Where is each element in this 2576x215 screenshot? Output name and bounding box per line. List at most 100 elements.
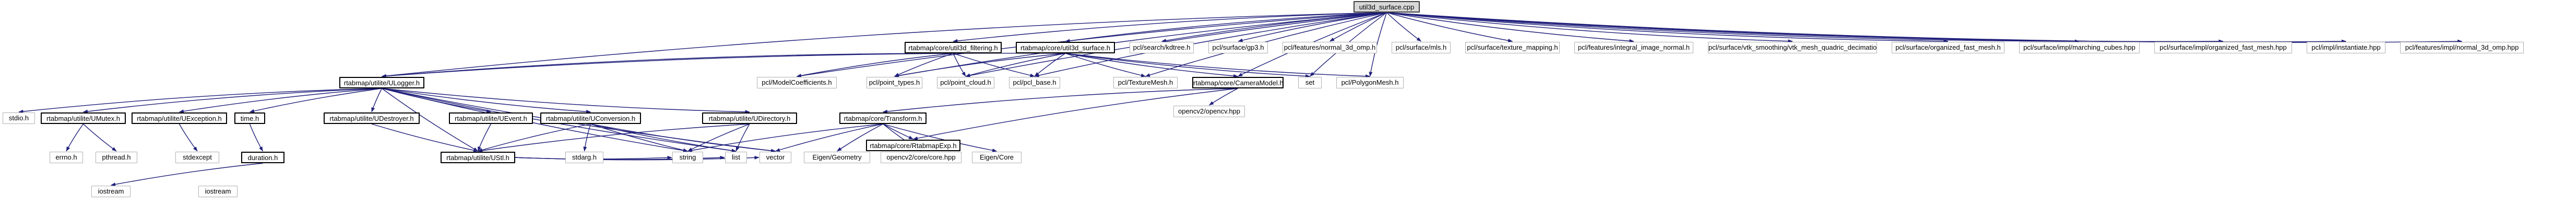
graph-node[interactable]: pcl/surface/vtk_smoothing/vtk_mesh_quadr…: [1708, 42, 1877, 53]
graph-edge: [478, 123, 750, 153]
graph-node[interactable]: pcl/surface/mls.h: [1392, 42, 1451, 53]
graph-edge: [953, 53, 1035, 77]
graph-node[interactable]: pcl/features/normal_3d_omp.h: [1283, 42, 1377, 53]
graph-node[interactable]: iostream: [91, 186, 130, 197]
graph-edge: [953, 53, 966, 77]
graph-edge: [477, 123, 492, 152]
graph-node[interactable]: pcl/point_types.h: [866, 77, 922, 88]
graph-edge: [382, 52, 1066, 78]
graph-edge: [1386, 12, 1513, 42]
graph-node[interactable]: rtabmap/utilite/UException.h: [132, 112, 227, 124]
graph-node[interactable]: pcl/features/integral_image_normal.h: [1574, 42, 1693, 53]
graph-edge: [1386, 12, 2346, 43]
graph-node[interactable]: pcl/search/kdtree.h: [1130, 42, 1194, 53]
graph-edge: [382, 88, 688, 153]
graph-edge: [687, 123, 883, 152]
graph-edge: [1238, 12, 1387, 42]
graph-edge: [590, 123, 776, 153]
graph-edge: [1386, 12, 2080, 43]
graph-node[interactable]: pcl/surface/organized_fast_mesh.h: [1892, 42, 2004, 53]
graph-edge: [382, 88, 491, 114]
graph-edge: [1386, 12, 2462, 43]
graph-node[interactable]: pcl/impl/instantiate.hpp: [2307, 42, 2385, 53]
graph-edge: [18, 88, 382, 114]
graph-node[interactable]: iostream: [198, 186, 238, 197]
graph-edge: [894, 53, 1066, 77]
graph-edge: [1386, 12, 1421, 42]
graph-node[interactable]: util3d_surface.cpp: [1354, 1, 1420, 13]
graph-edge: [66, 123, 84, 152]
graph-edge: [83, 123, 117, 152]
graph-edge: [1329, 12, 1387, 42]
graph-node[interactable]: pcl/features/impl/normal_3d_omp.hpp: [2400, 42, 2524, 53]
graph-node[interactable]: pcl/surface/texture_mapping.h: [1465, 42, 1560, 53]
graph-edge: [83, 88, 382, 114]
graph-node[interactable]: vector: [759, 152, 791, 163]
graph-edge: [1386, 12, 1634, 43]
graph-edge: [371, 123, 478, 152]
graph-node[interactable]: Eigen/Geometry: [804, 152, 870, 163]
graph-node[interactable]: opencv2/opencv.hpp: [1173, 106, 1245, 117]
graph-node[interactable]: stdexcept: [175, 152, 219, 163]
graph-node[interactable]: pcl/PolygonMesh.h: [1336, 77, 1404, 88]
graph-node[interactable]: pcl/TextureMesh.h: [1113, 77, 1178, 88]
graph-edge: [1065, 12, 1387, 43]
graph-edge: [515, 155, 759, 161]
graph-edge: [953, 12, 1387, 43]
graph-edge: [250, 88, 382, 113]
graph-node[interactable]: opencv2/core/core.hpp: [881, 152, 961, 163]
graph-edge: [1209, 88, 1238, 106]
graph-edge: [1386, 12, 2224, 43]
graph-node[interactable]: rtabmap/core/util3d_surface.h: [1016, 42, 1115, 53]
graph-node[interactable]: pcl/surface/impl/marching_cubes.hpp: [2019, 42, 2140, 53]
graph-node[interactable]: duration.h: [241, 152, 284, 163]
graph-node[interactable]: set: [1298, 77, 1322, 88]
graph-edge: [1034, 53, 1066, 77]
graph-edge: [735, 123, 750, 152]
graph-edge: [797, 53, 954, 77]
graph-node[interactable]: pcl/surface/impl/organized_fast_mesh.hpp: [2154, 42, 2292, 53]
graph-edge: [179, 123, 198, 152]
graph-node[interactable]: errno.h: [50, 152, 83, 163]
graph-node[interactable]: time.h: [234, 112, 265, 124]
graph-edge: [965, 53, 1066, 77]
graph-node[interactable]: rtabmap/utilite/UDirectory.h: [702, 112, 797, 124]
graph-edge: [883, 123, 913, 140]
graph-edge: [249, 123, 264, 152]
graph-edge: [1065, 53, 1238, 78]
graph-node[interactable]: string: [672, 152, 703, 163]
graph-edge: [590, 123, 737, 153]
graph-edge: [1386, 12, 1949, 43]
graph-node[interactable]: rtabmap/utilite/UDestroyer.h: [324, 112, 420, 124]
graph-node[interactable]: list: [725, 152, 747, 163]
graph-edge: [382, 53, 954, 78]
graph-node[interactable]: rtabmap/core/Transform.h: [839, 112, 927, 124]
graph-node[interactable]: Eigen/Core: [972, 152, 1022, 163]
graph-node[interactable]: pcl/pcl_base.h: [1009, 77, 1060, 88]
graph-node[interactable]: pcl/ModelCoefficients.h: [757, 77, 837, 88]
graph-node[interactable]: rtabmap/core/RtabmapExp.h: [866, 140, 960, 151]
graph-edge: [590, 123, 688, 152]
graph-node[interactable]: stdarg.h: [565, 152, 603, 163]
graph-node[interactable]: rtabmap/utilite/UStl.h: [441, 152, 515, 163]
graph-edge: [478, 123, 591, 152]
graph-edge: [1161, 12, 1387, 43]
graph-node[interactable]: pcl/surface/gp3.h: [1208, 42, 1268, 53]
graph-node[interactable]: pcl/point_cloud.h: [937, 77, 994, 88]
graph-edge: [1065, 53, 1146, 77]
graph-node[interactable]: rtabmap/core/CameraModel.h: [1192, 77, 1284, 88]
graph-edge: [1386, 12, 1793, 43]
graph-node[interactable]: rtabmap/utilite/ULogger.h: [339, 77, 424, 88]
graph-node[interactable]: pthread.h: [96, 152, 137, 163]
graph-node[interactable]: rtabmap/utilite/UMutex.h: [41, 112, 126, 124]
graph-edge: [583, 123, 591, 152]
graph-node[interactable]: rtabmap/utilite/UEvent.h: [449, 112, 533, 124]
graph-node[interactable]: stdio.h: [3, 112, 35, 124]
graph-edge: [382, 88, 750, 114]
edge-group: [18, 12, 2462, 186]
graph-edge: [111, 163, 263, 186]
graph-node[interactable]: rtabmap/utilite/UConversion.h: [540, 112, 641, 124]
graph-node[interactable]: rtabmap/core/util3d_filtering.h: [905, 42, 1002, 53]
